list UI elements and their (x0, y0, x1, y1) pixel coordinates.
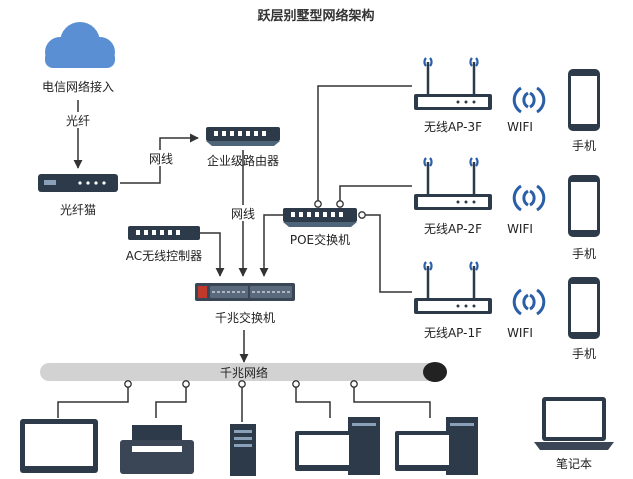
wifi-signal-icon (423, 261, 479, 271)
wifi-signal-icon (423, 57, 479, 67)
ac-label: AC无线控制器 (126, 249, 202, 263)
phone-label: 手机 (572, 139, 596, 153)
gigabit-switch-icon (195, 283, 295, 301)
desktop-computer-icon (295, 417, 380, 475)
gigabit-switch-label: 千兆交换机 (215, 310, 275, 325)
poe-switch-icon (283, 208, 357, 227)
ap-name: 无线AP-2F (424, 222, 482, 236)
modem-label: 光纤猫 (60, 203, 96, 217)
router-icon (206, 127, 280, 146)
wifi-waves-2f (512, 184, 546, 212)
wifi-label: WIFI (507, 326, 533, 340)
phone-icon (568, 69, 600, 131)
ap-name: 无线AP-1F (424, 326, 482, 340)
cable1-label: 网线 (149, 152, 173, 166)
phone-icon (568, 277, 600, 339)
fiber-label: 光纤 (66, 114, 90, 128)
access-point-icon (414, 62, 492, 110)
modem-icon (38, 174, 118, 192)
ap-name: 无线AP-3F (424, 120, 482, 134)
access-point-icon (414, 266, 492, 314)
backbone-bar (40, 362, 447, 382)
access-point-2f: 无线AP-2F (414, 157, 492, 236)
backbone-label: 千兆网络 (220, 365, 268, 380)
poe-label: POE交换机 (290, 232, 350, 247)
diagram-title: 跃层别墅型网络架构 (257, 8, 374, 24)
cloud-icon (45, 22, 115, 68)
ac-controller-icon (128, 226, 200, 240)
phone-icon (568, 175, 600, 237)
server-icon (230, 424, 256, 476)
wifi-waves-1f (512, 288, 546, 316)
monitor-icon (20, 419, 98, 473)
desktop-computer-icon (395, 417, 478, 475)
laptop-label: 笔记本 (556, 456, 592, 471)
cable2-label: 网线 (231, 207, 255, 221)
backbone-drops (57, 384, 431, 422)
access-point-icon (414, 162, 492, 210)
wifi-waves-3f (512, 86, 546, 114)
wifi-label: WIFI (507, 120, 533, 134)
telecom-label: 电信网络接入 (42, 79, 114, 94)
phone-label: 手机 (572, 347, 596, 361)
access-point-1f: 无线AP-1F (414, 261, 492, 340)
wifi-label: WIFI (507, 222, 533, 236)
access-point-3f: 无线AP-3F (414, 57, 492, 134)
laptop-icon (534, 397, 614, 450)
wifi-signal-icon (423, 157, 479, 167)
phone-label: 手机 (572, 247, 596, 261)
printer-icon (120, 425, 194, 474)
